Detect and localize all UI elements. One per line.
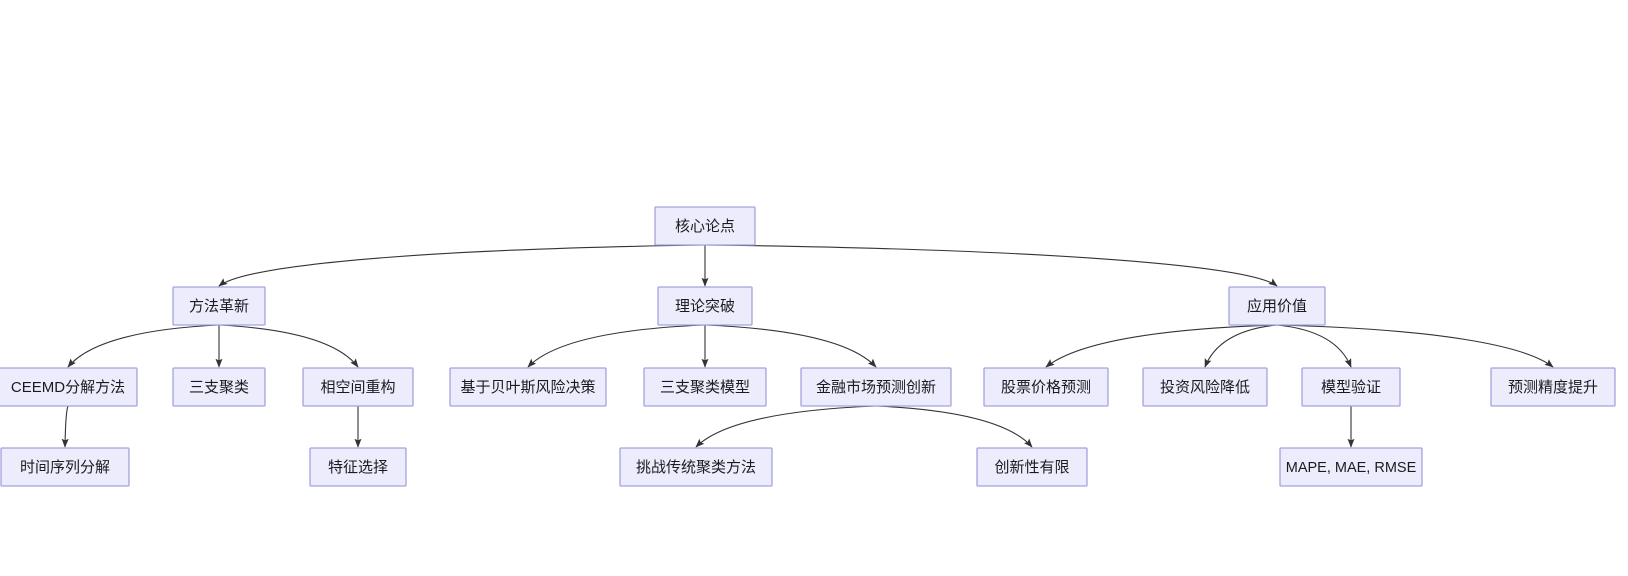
edge-application-to-validation [1276, 324, 1352, 368]
node-label-ceemd: CEEMD分解方法 [11, 379, 125, 396]
edge-method-to-ceemd [67, 324, 220, 368]
node-finance[interactable]: 金融市场预测创新 [800, 367, 952, 407]
node-box-method [172, 286, 266, 326]
node-label-ts_decomp: 时间序列分解 [20, 459, 110, 476]
node-phase[interactable]: 相空间重构 [302, 367, 414, 407]
node-box-application [1228, 286, 1326, 326]
edge-root-to-application [704, 244, 1278, 287]
node-validation[interactable]: 模型验证 [1301, 367, 1401, 407]
node-label-theory: 理论突破 [675, 298, 735, 315]
node-label-root: 核心论点 [675, 218, 735, 235]
node-box-accuracy [1490, 367, 1616, 407]
node-box-three_model [643, 367, 767, 407]
node-theory[interactable]: 理论突破 [657, 286, 753, 326]
edge-application-to-accuracy [1276, 324, 1554, 368]
node-label-method: 方法革新 [189, 298, 249, 315]
node-bayes[interactable]: 基于贝叶斯风险决策 [449, 367, 607, 407]
edge-method-to-phase [218, 324, 359, 368]
node-box-three_clu [172, 367, 266, 407]
node-challenge[interactable]: 挑战传统聚类方法 [619, 447, 773, 487]
node-accuracy[interactable]: 预测精度提升 [1490, 367, 1616, 407]
node-box-risk [1142, 367, 1268, 407]
node-feature[interactable]: 特征选择 [309, 447, 407, 487]
node-box-limited [976, 447, 1088, 487]
edge-application-to-stock [1045, 324, 1278, 368]
node-box-stock [983, 367, 1109, 407]
node-box-bayes [449, 367, 607, 407]
node-box-ts_decomp [0, 447, 130, 487]
node-label-risk: 投资风险降低 [1160, 379, 1250, 396]
node-label-three_clu: 三支聚类 [189, 379, 249, 396]
edge-finance-to-challenge [695, 405, 877, 448]
node-box-feature [309, 447, 407, 487]
node-box-finance [800, 367, 952, 407]
node-label-three_model: 三支聚类模型 [660, 379, 750, 396]
node-stock[interactable]: 股票价格预测 [983, 367, 1109, 407]
node-three_clu[interactable]: 三支聚类 [172, 367, 266, 407]
node-root[interactable]: 核心论点 [654, 206, 756, 246]
node-label-validation: 模型验证 [1321, 379, 1381, 396]
node-box-root [654, 206, 756, 246]
node-label-stock: 股票价格预测 [1001, 379, 1091, 396]
node-label-bayes: 基于贝叶斯风险决策 [460, 379, 595, 396]
node-method[interactable]: 方法革新 [172, 286, 266, 326]
node-three_model[interactable]: 三支聚类模型 [643, 367, 767, 407]
node-limited[interactable]: 创新性有限 [976, 447, 1088, 487]
edge-theory-to-bayes [527, 324, 706, 368]
node-risk[interactable]: 投资风险降低 [1142, 367, 1268, 407]
node-metrics[interactable]: MAPE, MAE, RMSE [1279, 447, 1423, 487]
node-label-metrics: MAPE, MAE, RMSE [1286, 460, 1417, 476]
node-box-phase [302, 367, 414, 407]
node-label-application: 应用价值 [1247, 297, 1307, 315]
node-box-validation [1301, 367, 1401, 407]
edge-finance-to-limited [875, 405, 1033, 448]
node-label-limited: 创新性有限 [994, 459, 1069, 476]
node-box-ceemd [0, 367, 138, 407]
node-ceemd[interactable]: CEEMD分解方法 [0, 367, 138, 407]
node-box-challenge [619, 447, 773, 487]
node-box-theory [657, 286, 753, 326]
edge-theory-to-finance [704, 324, 877, 368]
node-box-metrics [1279, 447, 1423, 487]
node-ts_decomp[interactable]: 时间序列分解 [0, 447, 130, 487]
node-label-finance: 金融市场预测创新 [816, 379, 936, 396]
edge-layer [61, 244, 1554, 448]
node-label-phase: 相空间重构 [320, 379, 395, 396]
node-label-accuracy: 预测精度提升 [1508, 379, 1598, 396]
edge-root-to-method [218, 244, 706, 287]
edge-ceemd-to-ts_decomp [61, 405, 69, 448]
node-label-challenge: 挑战传统聚类方法 [636, 459, 756, 476]
node-application[interactable]: 应用价值 [1228, 286, 1326, 326]
node-label-feature: 特征选择 [328, 459, 388, 476]
edge-application-to-risk [1204, 324, 1278, 368]
